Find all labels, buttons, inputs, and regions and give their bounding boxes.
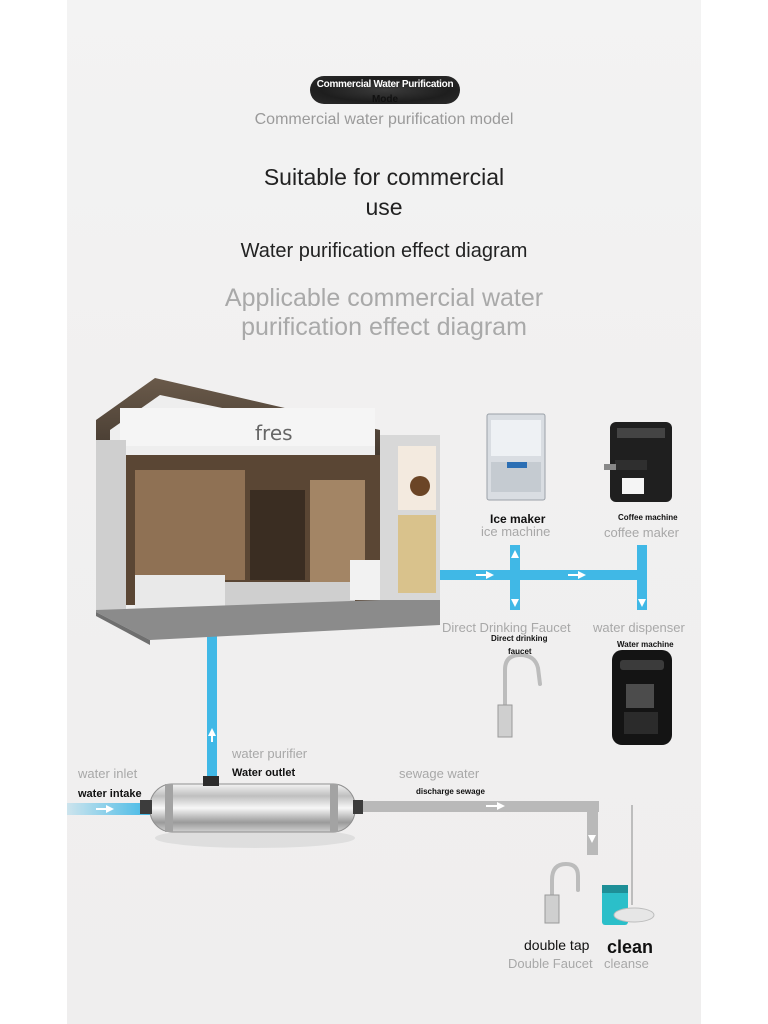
svg-text:fres: fres bbox=[255, 421, 293, 445]
diagram-title: Water purification effect diagram bbox=[240, 240, 528, 262]
mode-badge-label: Commercial Water Purification bbox=[316, 79, 454, 90]
mode-badge-label-2: Mode bbox=[371, 94, 399, 105]
water-purifier-illustration bbox=[140, 776, 363, 848]
direct-drinking-faucet-illustration bbox=[497, 652, 542, 738]
model-subtitle: Commercial water purification model bbox=[254, 111, 514, 128]
sewage-water-label: sewage water bbox=[399, 766, 480, 781]
mode-badge bbox=[310, 76, 460, 104]
water-intake-label: water intake bbox=[78, 788, 142, 800]
water-machine-label: Water machine bbox=[617, 640, 674, 649]
double-tap-label: double tap bbox=[524, 937, 590, 953]
water-dispenser-label: water dispenser bbox=[593, 620, 685, 635]
water-inlet-label: water inlet bbox=[78, 766, 138, 781]
sewage-pipe bbox=[355, 801, 599, 855]
flow-arrows bbox=[96, 550, 646, 843]
discharge-sewage-label: discharge sewage bbox=[416, 787, 485, 796]
coffee-machine-label: Coffee machine bbox=[618, 513, 678, 522]
ice-maker-illustration bbox=[486, 413, 546, 501]
water-outlet-label: Water outlet bbox=[232, 767, 296, 779]
direct-drinking-faucet-label-dark: Direct drinking bbox=[491, 634, 548, 643]
headline-line1: Suitable for commercial bbox=[263, 164, 505, 190]
direct-drinking-faucet-label-dark-2: faucet bbox=[508, 647, 532, 656]
coffee-machine-illustration bbox=[604, 422, 672, 502]
shop-building-illustration: fres bbox=[96, 378, 440, 645]
coffee-maker-label: coffee maker bbox=[604, 525, 679, 540]
direct-drinking-faucet-label: Direct Drinking Faucet bbox=[442, 620, 571, 635]
headline-line2: use bbox=[365, 194, 403, 220]
double-faucet-label: Double Faucet bbox=[508, 956, 593, 971]
diagram-subtitle-line1: Applicable commercial water bbox=[224, 284, 544, 312]
mop-bucket-illustration bbox=[602, 805, 655, 925]
ice-machine-label: ice machine bbox=[481, 524, 551, 539]
water-purifier-label: water purifier bbox=[232, 746, 308, 761]
clean-label: clean bbox=[607, 937, 654, 957]
ice-maker-label: Ice maker bbox=[490, 512, 546, 526]
water-dispenser-illustration bbox=[612, 650, 672, 745]
diagram-subtitle-line2: purification effect diagram bbox=[241, 313, 527, 341]
double-tap-illustration bbox=[544, 861, 580, 924]
cleanse-label: cleanse bbox=[604, 956, 649, 971]
